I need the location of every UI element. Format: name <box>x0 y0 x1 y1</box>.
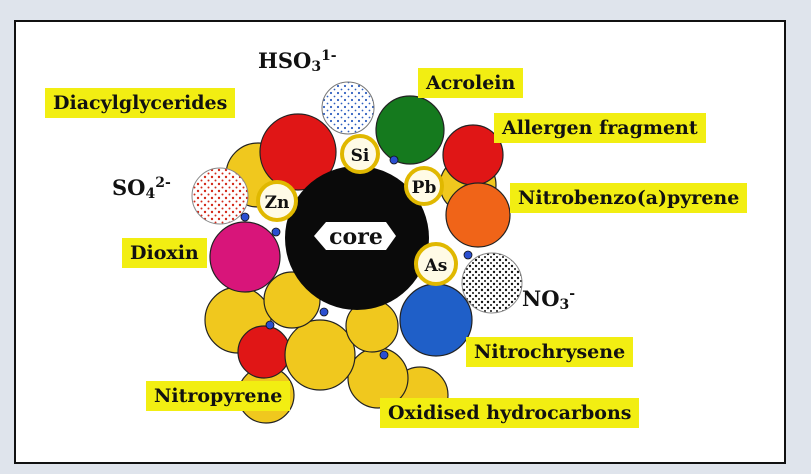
hso3-particle <box>321 81 375 135</box>
nitropyrene-particle <box>237 325 291 379</box>
no3-particle <box>461 252 523 314</box>
label-nitropyrene: Nitropyrene <box>146 381 291 411</box>
so4-particle <box>191 167 249 225</box>
as-atom <box>414 242 458 286</box>
small-dot <box>265 320 275 330</box>
core-badge <box>314 222 396 250</box>
as-label: As <box>424 256 448 276</box>
dioxin-particle <box>209 221 281 293</box>
hso3-ion-label: HSO31- <box>258 48 337 75</box>
label-oxidised-hydrocarbons: Oxidised hydrocarbons <box>380 398 640 428</box>
small-dot <box>463 250 473 260</box>
si-label: Si <box>351 146 370 166</box>
label-nitrochrysene: Nitrochrysene <box>466 337 634 367</box>
small-dot <box>240 212 250 222</box>
core-label: core <box>329 224 383 250</box>
small-dot <box>271 227 281 237</box>
yellow-particle <box>284 319 356 391</box>
pb-label: Pb <box>412 178 437 198</box>
label-allergen-fragment: Allergen fragment <box>494 113 706 143</box>
so4-ion-label: SO42- <box>112 175 171 202</box>
small-dot <box>379 350 389 360</box>
label-dioxin: Dioxin <box>122 238 207 268</box>
small-dot <box>319 307 329 317</box>
zn-atom <box>256 180 298 222</box>
zn-label: Zn <box>265 193 290 213</box>
nitrobenzopyrene-particle <box>445 182 511 248</box>
si-atom <box>340 134 380 174</box>
acrolein-particle <box>375 95 445 165</box>
small-dot <box>389 155 399 165</box>
label-acrolein: Acrolein <box>418 68 524 98</box>
nitrochrysene-particle <box>399 283 473 357</box>
pb-atom <box>404 166 444 206</box>
label-nitrobenzopyrene: Nitrobenzo(a)pyrene <box>510 183 748 213</box>
diacylglycerides-particle <box>259 113 337 191</box>
label-diacylglycerides: Diacylglycerides <box>45 88 236 118</box>
no3-ion-label: NO3- <box>522 286 576 313</box>
